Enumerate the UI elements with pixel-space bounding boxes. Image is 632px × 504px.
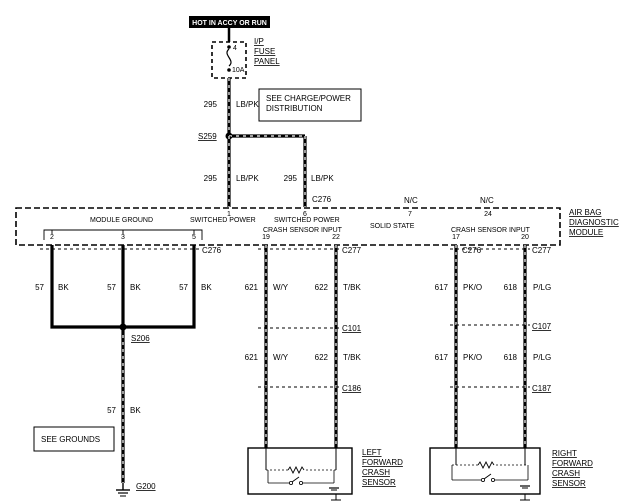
wire-57-c-color: BK xyxy=(201,283,212,292)
see-charge-line2: DISTRIBUTION xyxy=(266,104,323,113)
hot-label-box xyxy=(189,16,270,28)
wire-295-top-color: LB/PK xyxy=(236,100,259,109)
fuse-number: 4 xyxy=(233,45,237,52)
wire-295-left-color: LB/PK xyxy=(236,174,259,183)
pin-5: 5 xyxy=(192,234,196,241)
right-sensor-switch-icon xyxy=(451,448,530,489)
wire-622-upper-circuit: 622 xyxy=(315,283,329,292)
wire-622-upper-color: T/BK xyxy=(343,283,361,292)
wire-295-right-circuit: 295 xyxy=(284,174,298,183)
see-grounds: SEE GROUNDS xyxy=(41,435,100,444)
nc-label-2: N/C xyxy=(480,196,494,205)
wire-621-upper-color: W/Y xyxy=(273,283,289,292)
air-bag-module-box xyxy=(15,207,561,246)
wire-617-upper-color: PK/O xyxy=(463,283,482,292)
module-name-line2: DIAGNOSTIC xyxy=(569,218,619,227)
crash-input-right: CRASH SENSOR INPUT xyxy=(451,227,531,234)
fuse-panel-line3: PANEL xyxy=(254,57,280,66)
ground-bus-wires xyxy=(50,245,196,329)
pin-6: 6 xyxy=(303,211,307,218)
connector-c101: C101 xyxy=(342,324,362,333)
wire-295-left-circuit: 295 xyxy=(204,174,218,183)
connector-c107: C107 xyxy=(532,322,552,331)
splice-s259: S259 xyxy=(198,132,217,141)
fuse-rating: 10A xyxy=(232,67,245,74)
right-sensor-line3: CRASH xyxy=(552,469,580,478)
right-sensor-box xyxy=(429,447,541,495)
left-sensor-line2: FORWARD xyxy=(362,458,403,467)
see-charge-line1: SEE CHARGE/POWER xyxy=(266,94,351,103)
wire-617-lower-color: PK/O xyxy=(463,353,482,362)
connector-c277-b: C277 xyxy=(532,246,552,255)
fuse-panel-line1: I/P xyxy=(254,37,264,46)
connector-c276-top: C276 xyxy=(312,195,332,204)
fuse-panel-line2: FUSE xyxy=(254,47,275,56)
pin-22: 22 xyxy=(332,234,340,241)
wire-57-ground-circuit: 57 xyxy=(107,406,116,415)
wire-617-upper-circuit: 617 xyxy=(435,283,449,292)
wire-622-lower-color: T/BK xyxy=(343,353,361,362)
module-name-line3: MODULE xyxy=(569,228,603,237)
pin-3: 3 xyxy=(121,234,125,241)
pin-24: 24 xyxy=(484,211,492,218)
right-sensor-line4: SENSOR xyxy=(552,479,586,488)
wire-57-b-circuit: 57 xyxy=(107,283,116,292)
nc-label-1: N/C xyxy=(404,196,418,205)
wire-621-lower-circuit: 621 xyxy=(245,353,259,362)
wire-57-b-color: BK xyxy=(130,283,141,292)
wire-617-lower-circuit: 617 xyxy=(435,353,449,362)
hot-label: HOT IN ACCY OR RUN xyxy=(192,20,267,27)
switched-power-1: SWITCHED POWER xyxy=(190,217,256,224)
right-sensor-line1: RIGHT xyxy=(552,449,577,458)
wire-57-a-color: BK xyxy=(58,283,69,292)
right-sensor-line2: FORWARD xyxy=(552,459,593,468)
connector-c276-left: C276 xyxy=(202,246,222,255)
splice-s206: S206 xyxy=(131,334,150,343)
left-sensor-line4: SENSOR xyxy=(362,478,396,487)
wire-57-c-circuit: 57 xyxy=(179,283,188,292)
wire-57-ground-color: BK xyxy=(130,406,141,415)
pin-2: 2 xyxy=(50,234,54,241)
connector-c276-right: C276 xyxy=(462,246,482,255)
wire-621-upper-circuit: 621 xyxy=(245,283,259,292)
wire-295-top-circuit: 295 xyxy=(204,100,218,109)
pin-20: 20 xyxy=(521,234,529,241)
wire-621-lower-color: W/Y xyxy=(273,353,289,362)
pin-19: 19 xyxy=(262,234,270,241)
connector-c186: C186 xyxy=(342,384,362,393)
pin-1: 1 xyxy=(227,211,231,218)
wire-57-a-circuit: 57 xyxy=(35,283,44,292)
crash-input-left: CRASH SENSOR INPUT xyxy=(263,227,343,234)
wire-295-right-color: LB/PK xyxy=(311,174,334,183)
solid-state-label: SOLID STATE xyxy=(370,223,415,230)
connector-c277-a: C277 xyxy=(342,246,362,255)
wire-622-lower-circuit: 622 xyxy=(315,353,329,362)
fuse-icon xyxy=(226,45,232,72)
connector-c187: C187 xyxy=(532,384,552,393)
switched-power-2: SWITCHED POWER xyxy=(274,217,340,224)
wire-618-upper-circuit: 618 xyxy=(504,283,518,292)
module-name-line1: AIR BAG xyxy=(569,208,601,217)
left-sensor-box xyxy=(247,447,353,495)
wire-618-upper-color: P/LG xyxy=(533,283,551,292)
left-sensor-line1: LEFT xyxy=(362,448,382,457)
see-charge-box xyxy=(258,88,362,122)
left-sensor-line3: CRASH xyxy=(362,468,390,477)
module-ground-label: MODULE GROUND xyxy=(90,217,153,224)
wire-618-lower-color: P/LG xyxy=(533,353,551,362)
see-grounds-box xyxy=(33,426,115,452)
ground-g200: G200 xyxy=(136,482,156,491)
pin-7: 7 xyxy=(408,211,412,218)
left-sensor-switch-icon xyxy=(265,448,339,491)
pin-17: 17 xyxy=(452,234,460,241)
ground-icon xyxy=(116,489,130,497)
wire-618-lower-circuit: 618 xyxy=(504,353,518,362)
